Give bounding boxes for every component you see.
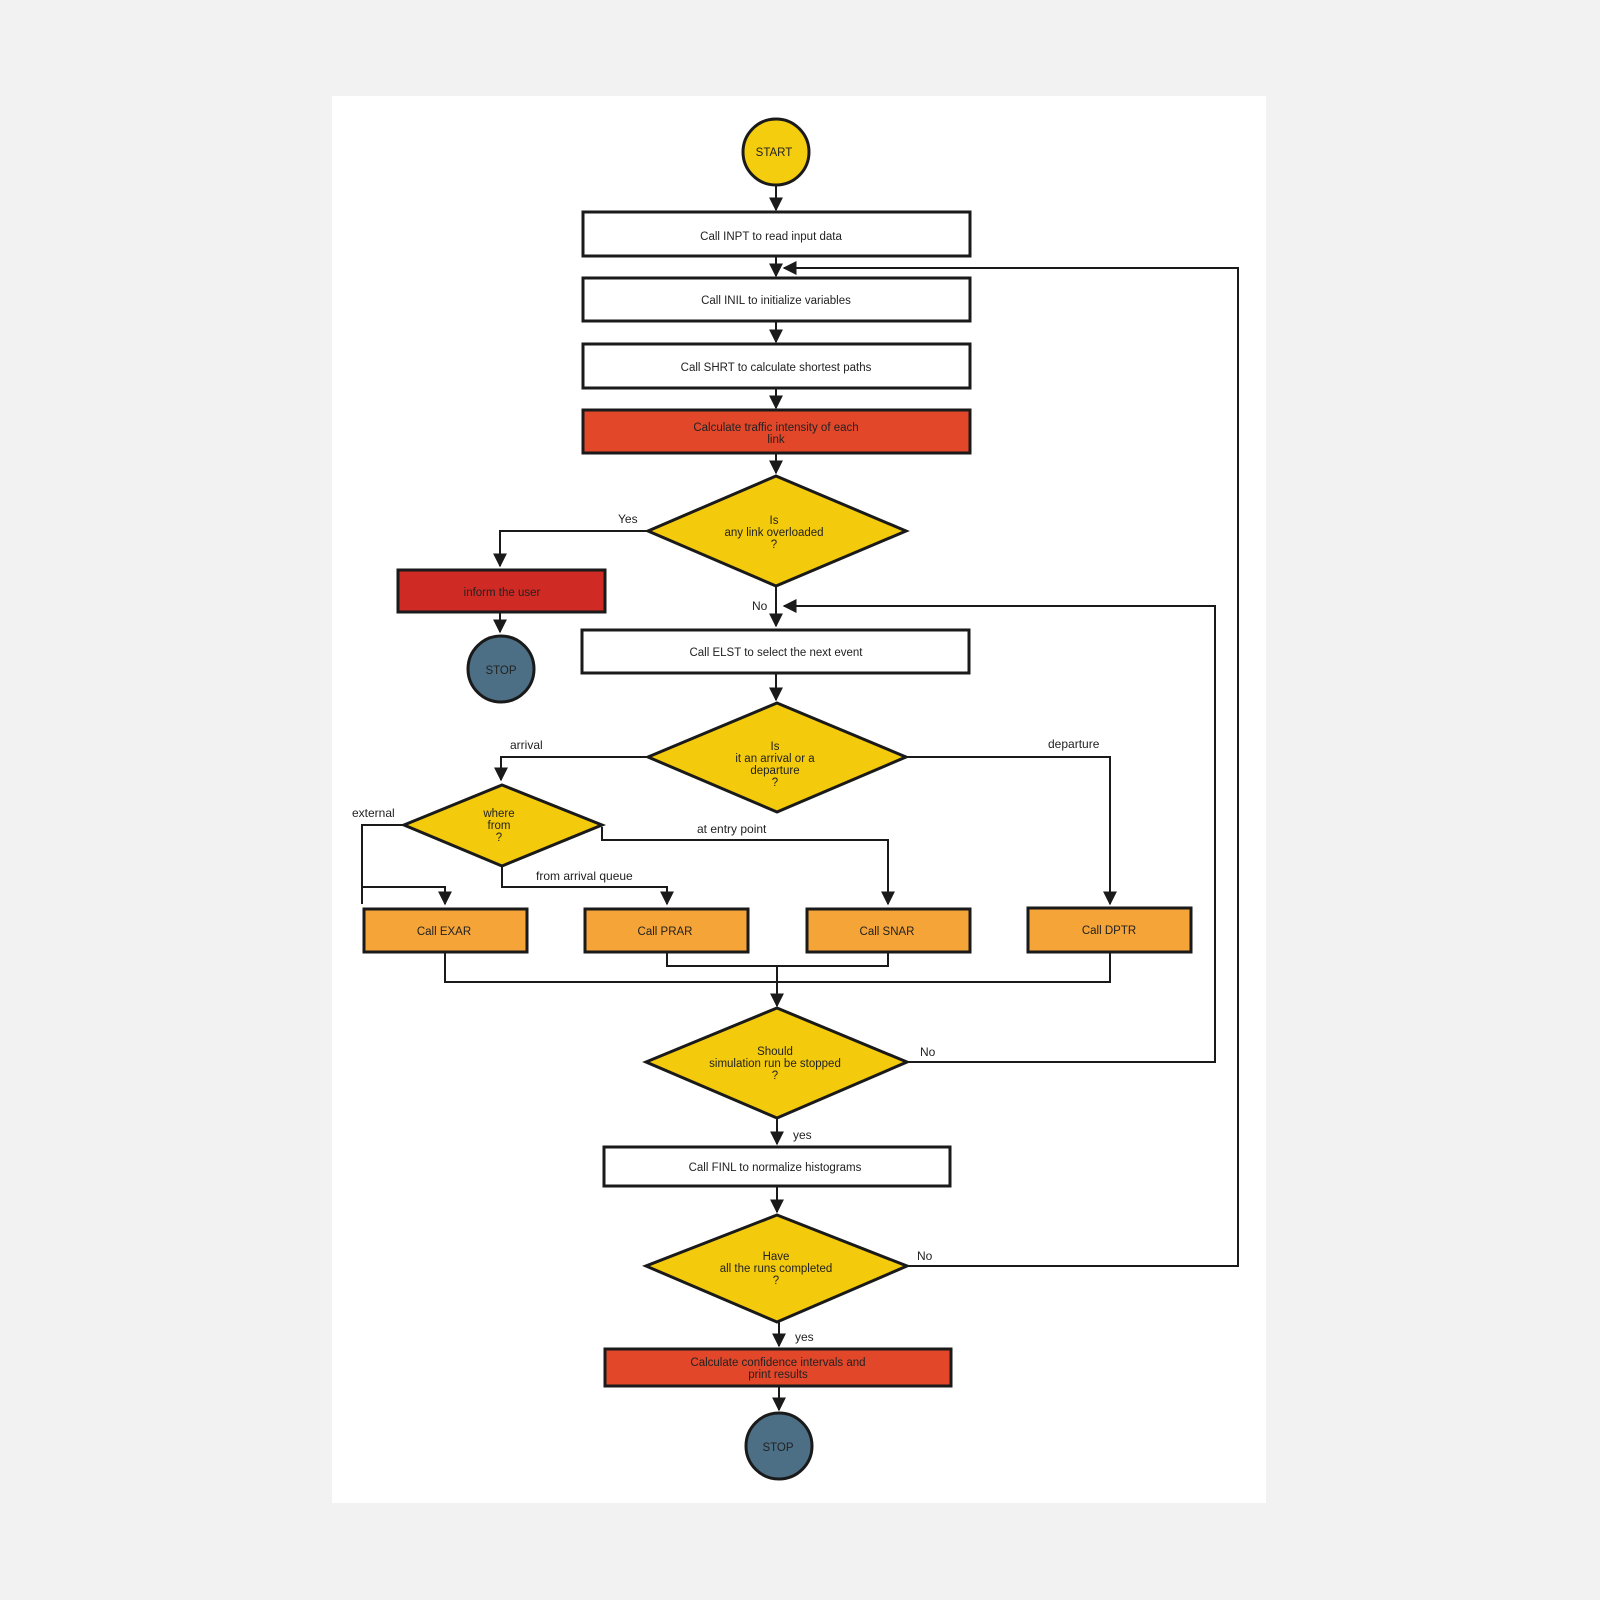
overloaded-label-2: any link overloaded <box>724 527 823 539</box>
arrdep-label-3: departure <box>750 765 799 777</box>
confidence-label-2: print results <box>748 1369 808 1381</box>
label-yes-stopsim: yes <box>793 1128 812 1142</box>
edge-entry-point <box>601 827 895 906</box>
edge-external-a <box>361 824 404 904</box>
inil-box <box>581 276 972 323</box>
label-at-entry-point: at entry point <box>697 822 767 836</box>
arrdep-label-2: it an arrival or a <box>735 753 815 765</box>
edge-external <box>362 886 452 906</box>
wherefrom-label-1: where <box>482 808 514 820</box>
traffic-label-2: link <box>767 434 785 446</box>
dptr-box <box>1026 906 1193 954</box>
edge-departure <box>906 756 1117 906</box>
label-no-stopsim: No <box>920 1045 936 1059</box>
shrt-label: Call SHRT to calculate shortest paths <box>681 362 872 374</box>
stop1-label: STOP <box>485 665 516 677</box>
stopsim-label-2: simulation run be stopped <box>709 1058 841 1070</box>
finl-box <box>602 1145 952 1188</box>
stopsim-node: Should simulation run be stopped ? <box>642 1006 911 1120</box>
wherefrom-label-2: from <box>488 820 511 832</box>
start-node: START <box>741 117 811 187</box>
snar-box <box>805 907 972 954</box>
wherefrom-diamond <box>400 783 606 868</box>
elst-box <box>580 628 971 675</box>
edge-overloaded-yes <box>493 530 648 568</box>
edges <box>361 186 1239 1412</box>
stopsim-diamond <box>642 1006 911 1120</box>
edge-labels: Yes No arrival departure external at ent… <box>352 512 1100 1344</box>
shrt-node: Call SHRT to calculate shortest paths <box>581 342 972 390</box>
inform-node: inform the user <box>396 568 607 614</box>
dptr-label: Call DPTR <box>1082 925 1136 937</box>
runs-label-1: Have <box>763 1251 790 1263</box>
label-no-runs: No <box>917 1249 933 1263</box>
label-from-arrival-queue: from arrival queue <box>536 869 633 883</box>
label-departure: departure <box>1048 737 1100 751</box>
finl-label: Call FINL to normalize histograms <box>689 1162 862 1174</box>
arrdep-diamond <box>644 701 910 814</box>
runs-label-3: ? <box>773 1275 779 1287</box>
inpt-node: Call INPT to read input data <box>581 210 972 258</box>
runs-diamond <box>642 1213 911 1324</box>
snar-label: Call SNAR <box>860 926 915 938</box>
inpt-label: Call INPT to read input data <box>700 231 842 243</box>
label-yes-runs: yes <box>795 1330 814 1344</box>
wherefrom-node: where from ? <box>400 783 606 868</box>
inil-node: Call INIL to initialize variables <box>581 276 972 323</box>
inpt-box <box>581 210 972 258</box>
runs-label-2: all the runs completed <box>720 1263 833 1275</box>
runs-node: Have all the runs completed ? <box>642 1213 911 1324</box>
exar-label: Call EXAR <box>417 926 471 938</box>
prar-node: Call PRAR <box>583 907 750 954</box>
traffic-box <box>581 408 972 455</box>
label-external: external <box>352 806 395 820</box>
arrdep-label-1: Is <box>771 741 780 753</box>
start-label: START <box>756 147 793 159</box>
overloaded-label-3: ? <box>771 539 777 551</box>
exar-box <box>362 907 529 954</box>
dptr-node: Call DPTR <box>1026 906 1193 954</box>
stop2-label: STOP <box>762 1442 793 1454</box>
label-no-overloaded: No <box>752 599 768 613</box>
start-circle <box>741 117 811 187</box>
stopsim-label-3: ? <box>772 1070 778 1082</box>
stop1-circle <box>466 634 536 704</box>
wherefrom-label-3: ? <box>496 832 502 844</box>
elst-node: Call ELST to select the next event <box>580 628 971 675</box>
edge-stopsim-no <box>782 599 1216 1063</box>
confidence-node: Calculate confidence intervals and print… <box>603 1347 953 1388</box>
traffic-node: Calculate traffic intensity of each link <box>581 408 972 455</box>
stop2-node: STOP <box>744 1411 814 1481</box>
inil-label: Call INIL to initialize variables <box>701 295 851 307</box>
confidence-label-1: Calculate confidence intervals and <box>690 1357 865 1369</box>
prar-box <box>583 907 750 954</box>
overloaded-node: Is any link overloaded ? <box>644 474 910 588</box>
traffic-label-1: Calculate traffic intensity of each <box>693 422 858 434</box>
stopsim-label-1: Should <box>757 1046 793 1058</box>
overloaded-label-1: Is <box>770 515 779 527</box>
arrdep-node: Is it an arrival or a departure ? <box>644 701 910 814</box>
confidence-box <box>603 1347 953 1388</box>
edge-arrival-queue <box>501 866 674 906</box>
stop2-circle <box>744 1411 814 1481</box>
inform-label: inform the user <box>464 587 541 599</box>
edge-runs-no <box>782 261 1239 1267</box>
overloaded-diamond <box>644 474 910 588</box>
label-yes-overloaded: Yes <box>618 512 638 526</box>
inform-box <box>396 568 607 614</box>
elst-label: Call ELST to select the next event <box>689 647 863 659</box>
edge-arrival <box>494 756 648 782</box>
exar-node: Call EXAR <box>362 907 529 954</box>
shrt-box <box>581 342 972 390</box>
finl-node: Call FINL to normalize histograms <box>602 1145 952 1188</box>
arrdep-label-4: ? <box>772 777 778 789</box>
stop1-node: STOP <box>466 634 536 704</box>
snar-node: Call SNAR <box>805 907 972 954</box>
label-arrival: arrival <box>510 738 543 752</box>
prar-label: Call PRAR <box>638 926 693 938</box>
